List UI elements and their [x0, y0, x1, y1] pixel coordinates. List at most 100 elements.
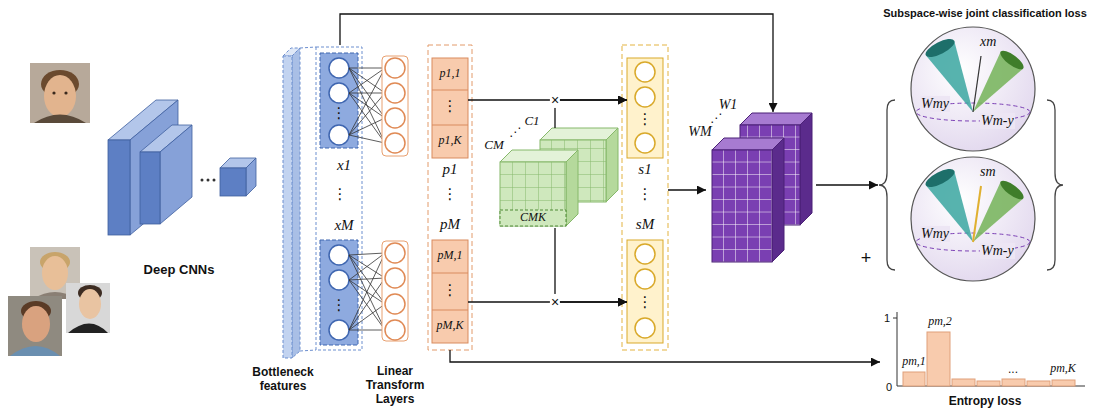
subspace-boxes: [635, 62, 655, 82]
subspace-boxes: [635, 318, 655, 338]
ellipsis-dots: ⋮: [638, 294, 653, 311]
ellipsis-dots: ⋮: [443, 98, 458, 115]
subspace-column: s1⋮sM⋮⋮: [622, 45, 668, 350]
feature-neurons: [329, 125, 349, 145]
linear-layer: [385, 133, 405, 153]
math-symbol: pm,K: [1050, 362, 1076, 376]
center-cube: [540, 128, 618, 140]
ellipsis-dots: [207, 179, 210, 182]
entropy-chart: [903, 332, 1075, 386]
math-symbol: C1: [524, 114, 539, 129]
feature-neurons: [320, 53, 358, 345]
axis-number: 0: [886, 381, 892, 394]
ellipsis-dots: ...: [1008, 363, 1018, 377]
arrow-connector: [555, 100, 627, 128]
feature-neurons: [329, 58, 349, 340]
probability-boxes: [432, 310, 468, 311]
math-symbol: p1,K: [438, 134, 461, 148]
weight-cube: [712, 150, 772, 262]
math-symbol: CMK: [519, 211, 547, 225]
linear-layer: [385, 294, 405, 314]
bottleneck-slab: [300, 47, 316, 48]
hypersphere: [911, 27, 1035, 151]
cnn-layer: [220, 168, 246, 196]
entropy-chart: [1052, 380, 1075, 386]
hypersphere: [998, 178, 1026, 203]
fully-connected-lines: [349, 68, 385, 143]
fully-connected-lines: [349, 253, 385, 330]
subspace-vector: ⋮: [627, 240, 663, 343]
subspace-boxes: [635, 133, 655, 153]
face-photo: [68, 324, 108, 334]
center-cube: [500, 162, 566, 226]
math-symbol: xm: [980, 34, 996, 50]
subspace-boxes: [635, 87, 655, 107]
center-cube: [500, 210, 566, 226]
entropy-chart: [893, 312, 1085, 386]
math-symbol: WM: [688, 124, 711, 140]
bottleneck-slab: [300, 350, 316, 351]
linear-layer: [385, 268, 405, 288]
feature-neurons: [329, 320, 349, 340]
feature-neurons: [329, 83, 349, 103]
math-symbol: pm,2: [928, 315, 952, 329]
arrow-connector: [816, 184, 878, 185]
ellipsis-dots: [201, 179, 204, 182]
probability-boxes: [432, 90, 468, 91]
hypersphere: [911, 27, 1035, 151]
probability-vector: pM,1⋮pM,K: [432, 240, 468, 343]
math-symbol: pM,1: [438, 249, 463, 263]
linear-layer: [382, 56, 408, 156]
arrow-connector: [668, 189, 706, 190]
ellipsis-dots: ⋰: [710, 112, 722, 126]
math-symbol: pm,1: [902, 355, 926, 369]
entropy-chart: [952, 379, 975, 386]
face-photo: [44, 75, 76, 117]
math-symbol: xM: [334, 217, 353, 234]
entropy-chart: [1002, 379, 1025, 386]
center-cube: C1⋰CMCMK: [488, 128, 620, 228]
caption-label: Linear Transform Layers: [357, 365, 433, 406]
subspace-boxes: [635, 244, 655, 264]
connector-group: [340, 14, 880, 362]
hypersphere: [923, 35, 957, 60]
feature-neurons: [329, 58, 349, 78]
face-photo: [66, 283, 110, 333]
brace: [879, 100, 895, 270]
entropy-chart: [927, 332, 950, 386]
feature-subspace-box: xM⋮: [320, 240, 358, 345]
feature-neurons: [329, 245, 349, 265]
caption-label: Entropy loss: [949, 395, 1022, 409]
face-photo: [64, 91, 67, 94]
probability-boxes: [432, 125, 468, 126]
math-symbol: Wm-y: [980, 243, 1015, 259]
heading-label: Subspace-wise joint classification loss: [883, 7, 1087, 20]
edge-label: ×: [550, 294, 560, 310]
arrow-connector: [340, 14, 773, 112]
ellipsis-dots: ⋮: [332, 105, 347, 122]
bottleneck-slab: [283, 56, 292, 358]
entropy-chart: [897, 312, 898, 386]
entropy-chart: 1pm,2pm,1...pm,K0Entropy loss: [880, 308, 1088, 410]
center-cube: [606, 128, 618, 202]
face-photo: [30, 63, 90, 123]
probability-boxes: [432, 58, 468, 158]
subspace-boxes: [622, 45, 668, 350]
math-symbol: Wm-y: [980, 113, 1015, 129]
face-photo: [8, 296, 62, 356]
probability-boxes: [428, 45, 472, 350]
cnn-layer: [160, 125, 192, 224]
face-photo: [10, 346, 60, 356]
entropy-chart: [977, 381, 1000, 386]
probability-column: p1⋮pMp1,1⋮p1,KpM,1⋮pM,K: [428, 45, 472, 350]
hypersphere: smWmyWm-y: [911, 157, 1035, 281]
caption-label: Bottleneck features: [241, 366, 325, 394]
subspace-boxes: [635, 62, 655, 338]
weight-cube: [772, 138, 784, 262]
caption-label: Deep CNNs: [144, 263, 215, 278]
face-photo: [22, 306, 50, 342]
ellipsis-dots: ⋮: [638, 186, 653, 203]
arrow-connector: [555, 228, 627, 302]
